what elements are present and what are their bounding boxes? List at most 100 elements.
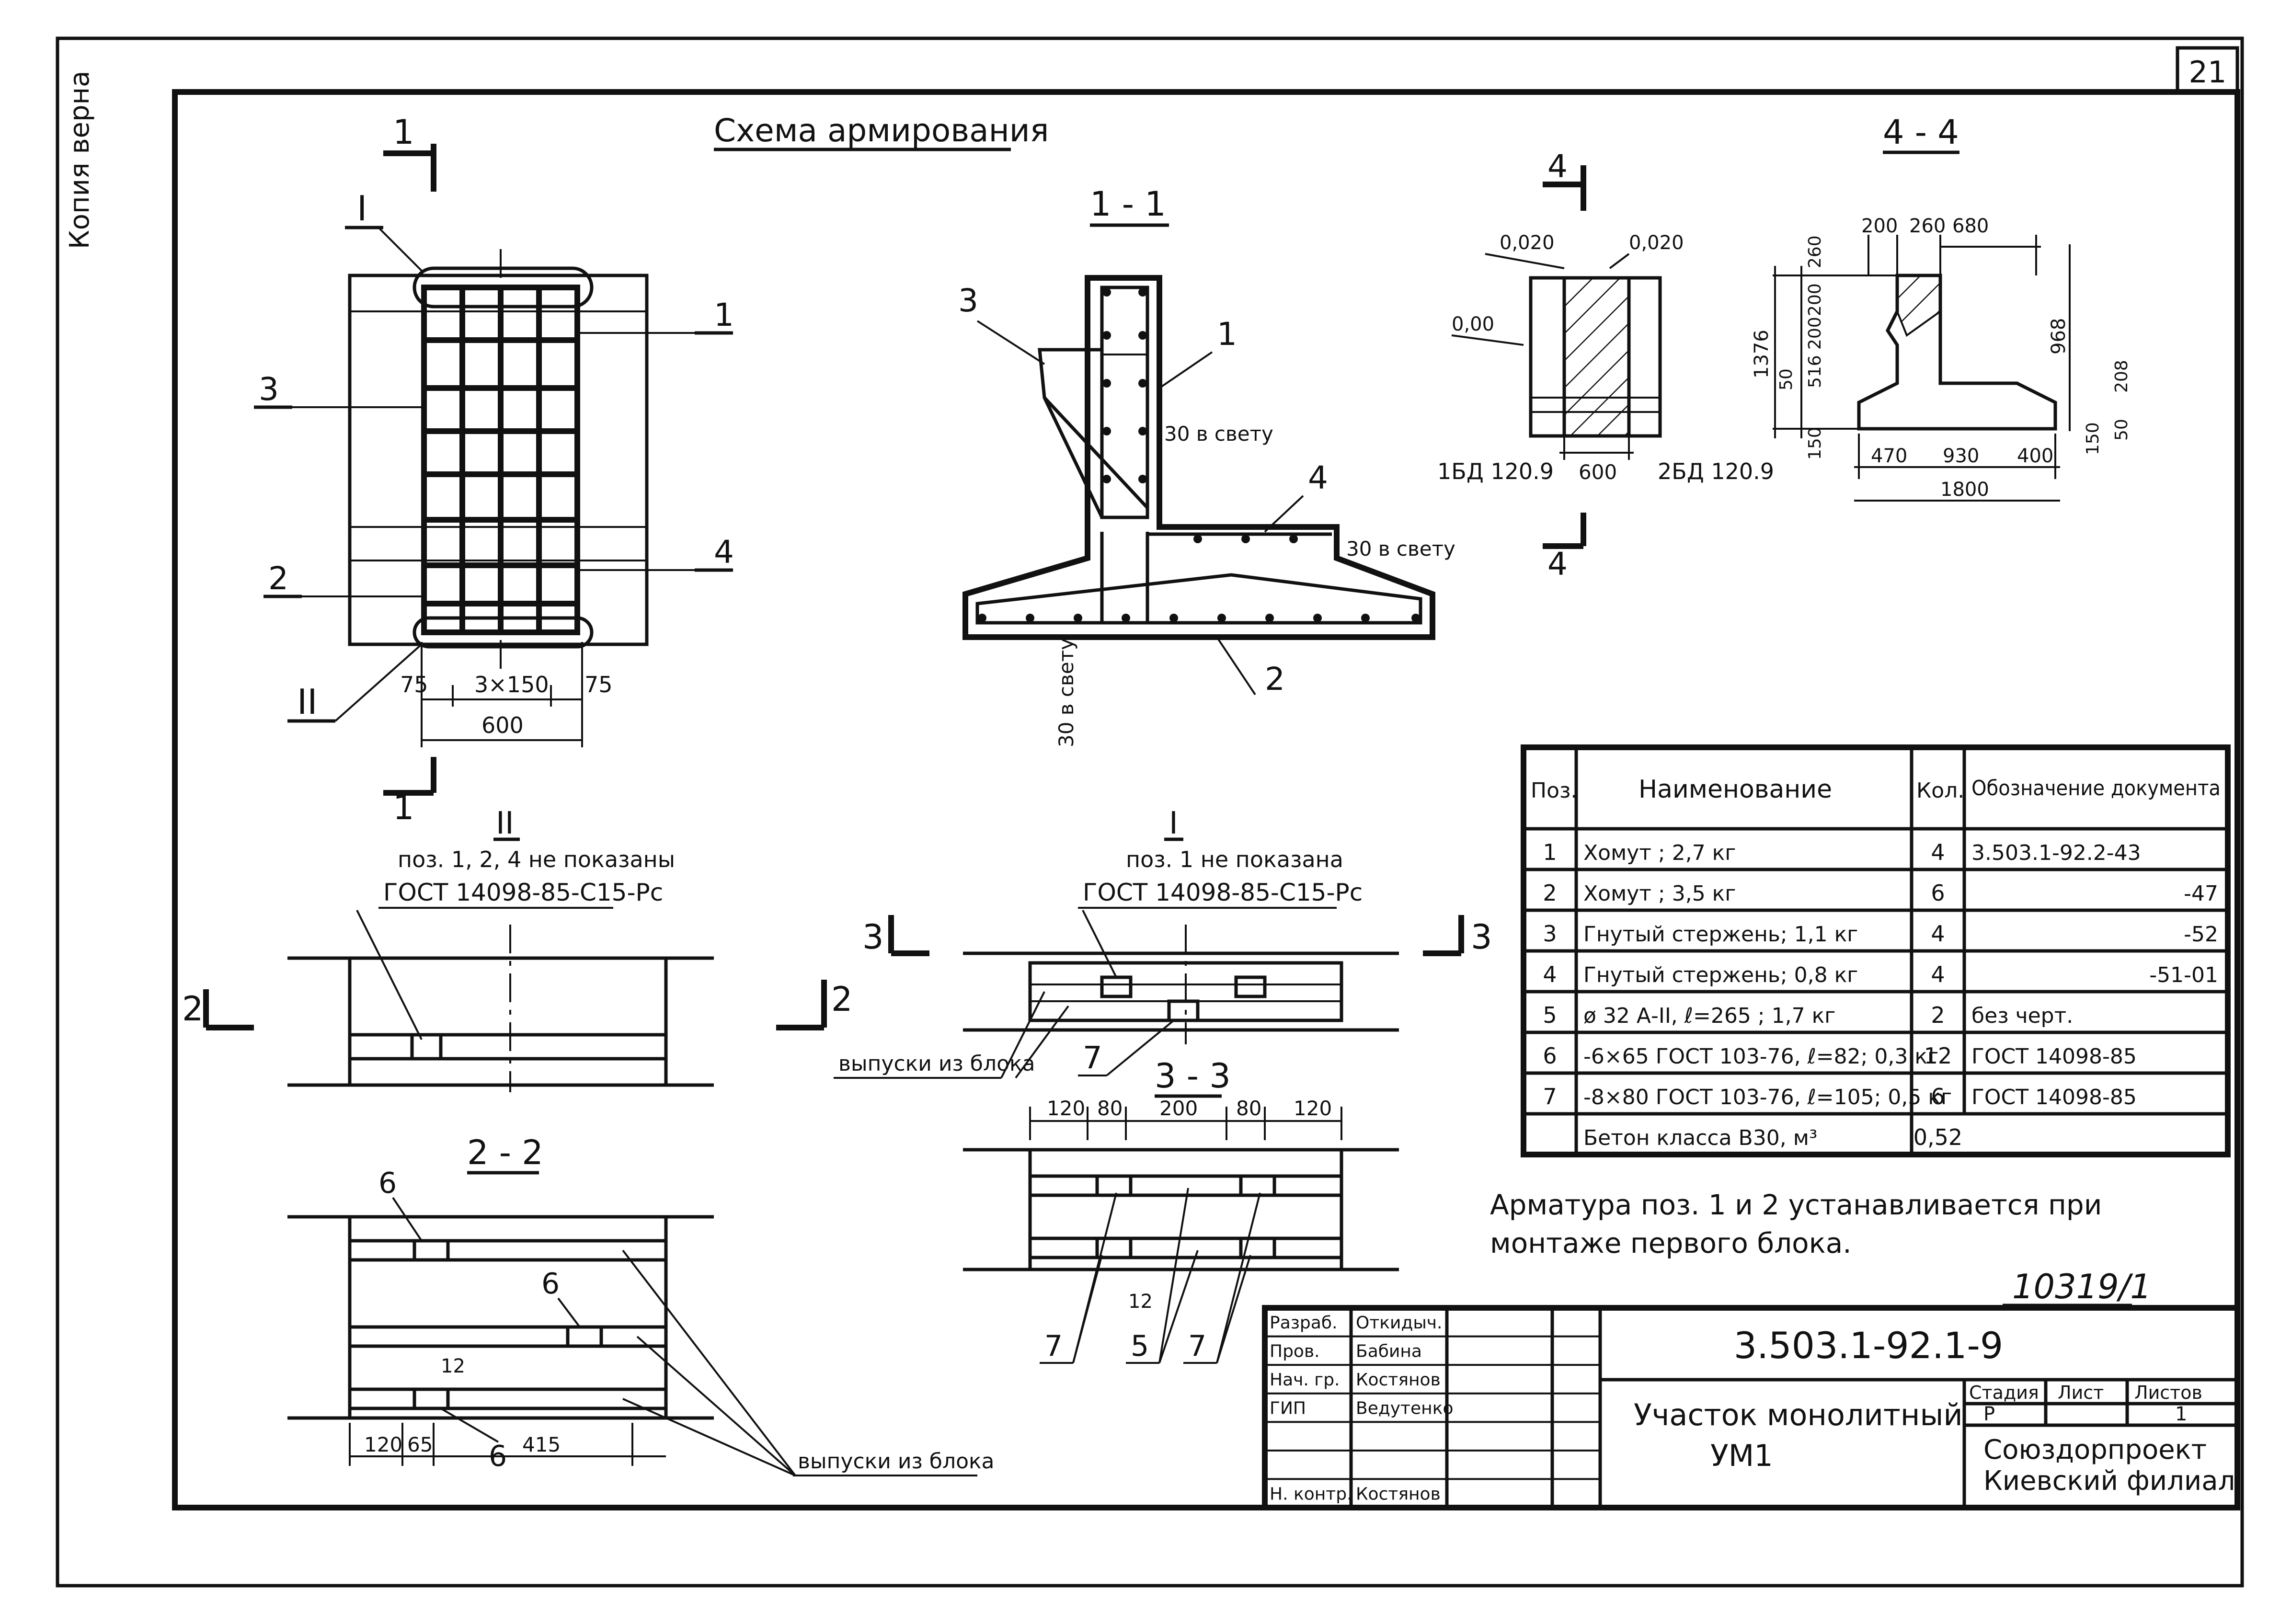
s44-right-dim-3: 50 — [2112, 419, 2131, 441]
section33-item7-left: 7 — [1044, 1329, 1063, 1363]
detail-I: I поз. 1 не показана ГОСТ 14098-85-С15-Р… — [834, 806, 1492, 1079]
spec-header-qty: Кол. — [1916, 778, 1964, 803]
s44-left-dim-0: 260 — [1805, 235, 1825, 268]
spec-row-pos: 4 — [1543, 961, 1557, 987]
elev-section-mark-top: 1 — [393, 113, 414, 152]
scheme-title: Схема армирования — [714, 112, 1049, 149]
tb-name-line1: Участок монолитный — [1634, 1397, 1963, 1432]
elev-dim-600: 600 — [481, 712, 524, 738]
outer-frame — [56, 36, 2244, 1588]
section33-gap: 12 — [1128, 1291, 1153, 1313]
tb-stage: Р — [1983, 1403, 1995, 1425]
detailII-mark-right: 2 — [831, 980, 853, 1019]
s44-top-dim-0: 200 — [1861, 215, 1898, 237]
s44-left-dim-3: 50 — [1776, 368, 1796, 390]
spec-row-qty: 4 — [1931, 961, 1945, 987]
section33-dim-2: 200 — [1159, 1097, 1198, 1120]
s44-bottom-dim-1: 930 — [1943, 445, 1979, 467]
spec-row-qty: 2 — [1931, 1002, 1945, 1028]
tb-role: ГИП — [1270, 1399, 1306, 1418]
detailI-mark-left: 3 — [862, 917, 884, 957]
spec-header-doc: Обозначение документа — [1971, 776, 2221, 801]
spec-row-doc: ГОСТ 14098-85 — [1971, 1044, 2137, 1069]
spec-header-pos: Поз. — [1531, 778, 1577, 803]
section33-item5: 5 — [1131, 1329, 1149, 1363]
section11-label-2: 2 — [1265, 661, 1285, 698]
s44-block-right: 2БД 120.9 — [1658, 458, 1774, 484]
section22-dim-0: 120 — [364, 1433, 402, 1456]
section22-dim-1: 65 — [407, 1433, 433, 1456]
section-4-4-blocks: 4 4 0,020 0,020 0,00 1БД 120.9 600 2БД 1… — [1437, 148, 1774, 583]
spec-table: Поз. Наименование Кол. Обозначение докум… — [1521, 744, 2231, 1157]
tb-sheets-header: Листов — [2134, 1382, 2202, 1403]
elev-dim-3x150: 3×150 — [474, 672, 549, 698]
section-3-3: 3 - 3 120 80 200 80 120 12 7 5 7 — [963, 1056, 1399, 1364]
section-2-2: 2 - 2 6 6 6 12 120 65 415 выпуски из бло… — [287, 1133, 995, 1476]
s44-bottom-dim-0: 470 — [1871, 445, 1907, 467]
note-line1: Арматура поз. 1 и 2 устанавливается при — [1490, 1189, 2102, 1221]
tb-role: Пров. — [1270, 1341, 1320, 1361]
section33-dim-4: 120 — [1294, 1097, 1332, 1120]
detailII-note: поз. 1, 2, 4 не показаны — [398, 846, 675, 872]
spec-row-pos: 1 — [1543, 839, 1557, 865]
s44-lev-zero: 0,00 — [1452, 313, 1494, 335]
spec-row-name: ø 32 А-II, ℓ=265 ; 1,7 кг — [1583, 1004, 1835, 1028]
side-stamp: Копия верна — [64, 71, 95, 249]
page-number-box — [2176, 46, 2239, 94]
s44-left-dim-5: 150 — [1805, 427, 1825, 460]
elevation-view: 1 1 I 1 3 4 — [254, 113, 734, 827]
inner-frame — [172, 89, 2240, 1510]
spec-row-qty: 0,52 — [1913, 1124, 1962, 1150]
tb-sheets: 1 — [2175, 1403, 2187, 1425]
section33-dim-0: 120 — [1047, 1097, 1085, 1120]
spec-row-doc: ГОСТ 14098-85 — [1971, 1085, 2137, 1109]
tb-role: Н. контр. — [1270, 1484, 1352, 1504]
section33-dim-3: 80 — [1236, 1097, 1261, 1120]
section22-item6-top: 6 — [378, 1167, 397, 1200]
spec-row-name: -8×80 ГОСТ 103-76, ℓ=105; 0,5 кг — [1583, 1085, 1952, 1109]
detailI-note: поз. 1 не показана — [1126, 846, 1343, 872]
spec-row-name: Гнутый стержень; 0,8 кг — [1583, 963, 1858, 987]
section33-item7-right: 7 — [1188, 1329, 1206, 1363]
s44-top-dim-2: 680 — [1952, 215, 1989, 237]
spec-row-name: Хомут ; 3,5 кг — [1583, 881, 1736, 906]
tb-role: Разраб. — [1270, 1313, 1337, 1333]
spec-row-name: -6×65 ГОСТ 103-76, ℓ=82; 0,3 кг — [1583, 1044, 1938, 1069]
spec-row-pos: 6 — [1543, 1043, 1557, 1069]
elev-dim-75b: 75 — [584, 672, 613, 698]
s44-lev-left: 0,020 — [1500, 232, 1555, 254]
section22-gap: 12 — [441, 1355, 465, 1377]
spec-row-pos: 2 — [1543, 880, 1557, 906]
spec-row-doc: без черт. — [1971, 1004, 2073, 1028]
tb-org-line2: Киевский филиал — [1983, 1465, 2235, 1497]
spec-row-pos: 3 — [1543, 921, 1557, 947]
section11-clear-b: 30 в свету — [1346, 537, 1455, 560]
s44-block-left: 1БД 120.9 — [1437, 458, 1554, 484]
tb-person: Бабина — [1356, 1341, 1422, 1361]
tb-code: 3.503.1-92.1-9 — [1734, 1324, 2004, 1367]
spec-row-name: Гнутый стержень; 1,1 кг — [1583, 922, 1858, 947]
registration-number: 10319/1 — [2012, 1267, 2152, 1306]
spec-row-qty: 4 — [1931, 921, 1945, 947]
s44-right-dim-1: 208 — [2112, 360, 2131, 393]
spec-row-name: Хомут ; 2,7 кг — [1583, 841, 1736, 865]
section11-title: 1 - 1 — [1090, 184, 1166, 224]
section11-label-3: 3 — [958, 282, 978, 319]
tb-name-line2: УМ1 — [1710, 1438, 1773, 1473]
tb-person: Костянов — [1356, 1370, 1441, 1390]
detailI-mark-right: 3 — [1471, 917, 1492, 957]
section11-clear-a: 30 в свету — [1164, 422, 1273, 446]
spec-row-name: Бетон класса В30, м³ — [1583, 1126, 1818, 1150]
tb-sheet-header: Лист — [2058, 1382, 2104, 1403]
s44-left-dim-4: 516 — [1805, 355, 1825, 388]
section11-clear-c: 30 в свету — [1054, 638, 1078, 747]
s44-right-dim-2: 150 — [2083, 422, 2103, 455]
spec-row-qty: 12 — [1924, 1043, 1952, 1069]
s44-bottom-dim-2: 400 — [2017, 445, 2053, 467]
note-line2: монтаже первого блока. — [1490, 1227, 1852, 1259]
tb-person: Костянов — [1356, 1484, 1441, 1504]
detailII-title: II — [496, 806, 514, 841]
